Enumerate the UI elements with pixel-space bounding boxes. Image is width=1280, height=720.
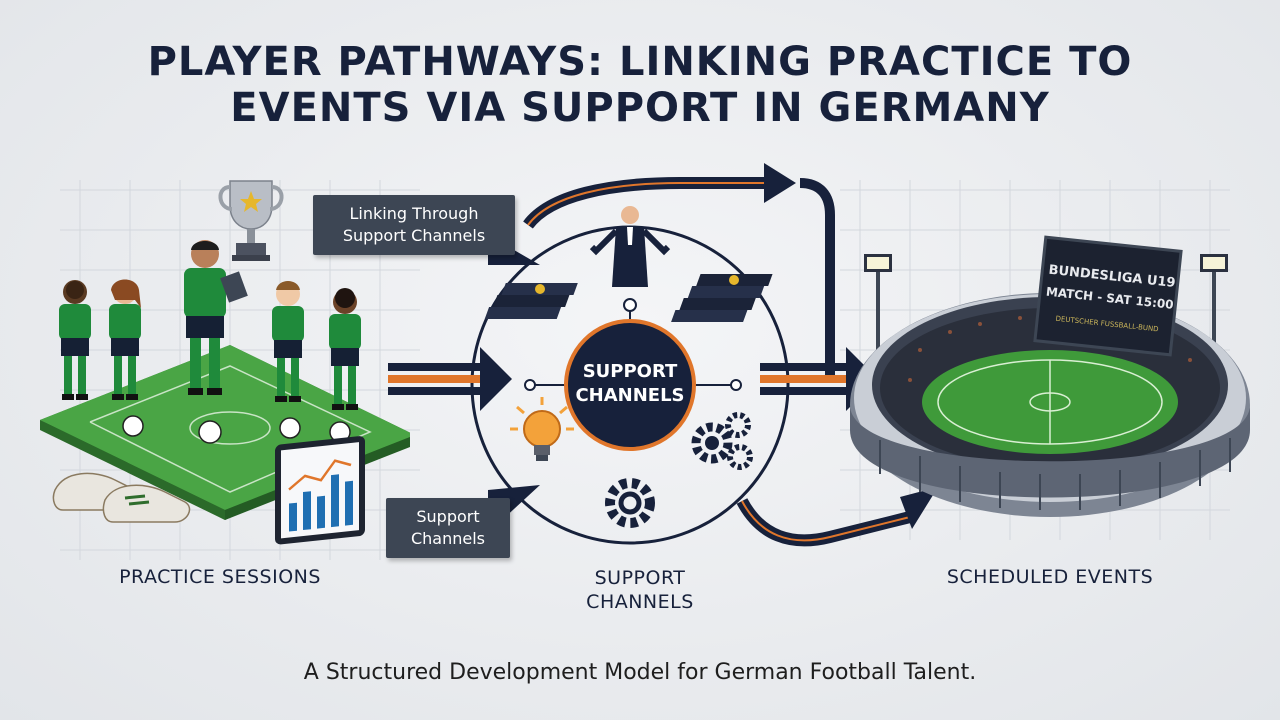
curved-arrow-bottom: [736, 487, 938, 547]
label-scheduled-events: SCHEDULED EVENTS: [946, 566, 1154, 588]
support-hub-diagram: SUPPORT CHANNELS: [388, 163, 938, 547]
football-balls: [122, 415, 351, 444]
callout-bottom-line-1: Support: [416, 507, 480, 526]
label-support-channels: SUPPORT CHANNELS: [540, 566, 740, 614]
floodlight-right: [1200, 254, 1228, 350]
player-1: [59, 280, 91, 400]
hub-line-1: SUPPORT: [583, 361, 678, 382]
practice-illustration: [40, 180, 410, 545]
trophy-icon: [218, 180, 284, 261]
callout-top-line-2: Support Channels: [342, 226, 486, 245]
label-support-line-1: SUPPORT: [594, 567, 686, 589]
lightbulb-icon: [510, 397, 574, 461]
book-stack-icon-right: [671, 274, 773, 322]
label-practice-sessions: PRACTICE SESSIONS: [119, 566, 321, 588]
input-arrow: [388, 347, 512, 411]
title-line-2: EVENTS VIA SUPPORT IN GERMANY: [230, 85, 1050, 131]
subtitle: A Structured Development Model for Germa…: [303, 660, 977, 685]
callout-bottom-line-2: Channels: [410, 529, 486, 548]
stadium-icon: BUNDESLIGA U19 MATCH - SAT 15:00 DEUTSCH…: [850, 235, 1250, 517]
facade-columns: [879, 438, 1231, 510]
callout-bottom: Support Channels: [386, 498, 510, 558]
label-support-line-2: CHANNELS: [586, 591, 694, 613]
tablet-chart-icon: [275, 436, 365, 545]
player-3: [272, 281, 304, 402]
gear-icon: [605, 478, 655, 528]
coach-player: [184, 240, 248, 395]
curved-arrow-top: [523, 163, 835, 375]
hub-circle: [564, 319, 696, 451]
hub-line-2: CHANNELS: [575, 385, 684, 406]
callout-top-line-1: Linking Through: [349, 204, 479, 223]
gears-icon: [691, 412, 753, 470]
book-stack-icon-left: [484, 283, 578, 319]
title-line-1: PLAYER PATHWAYS: LINKING PRACTICE TO: [147, 39, 1133, 85]
floodlight-left: [864, 254, 892, 350]
player-4: [329, 288, 361, 410]
callout-top: Linking Through Support Channels: [313, 195, 515, 255]
coach-icon: [589, 206, 671, 287]
player-2: [109, 279, 141, 400]
scoreboard: BUNDESLIGA U19 MATCH - SAT 15:00 DEUTSCH…: [1033, 235, 1183, 357]
football-boots-icon: [52, 472, 191, 523]
